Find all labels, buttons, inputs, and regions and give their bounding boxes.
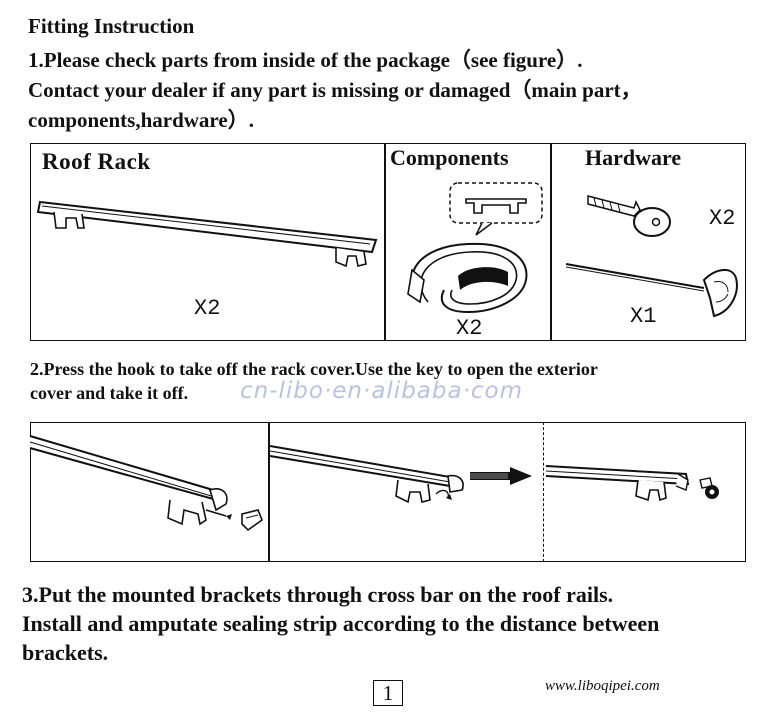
watermark: cn-libo·en·alibaba·com: [240, 378, 524, 404]
step3-line1: 3.Put the mounted brackets through cross…: [22, 582, 614, 607]
step2-line2: cover and take it off.: [30, 383, 189, 403]
components-label: Components: [390, 145, 509, 170]
panel-divider: [268, 422, 270, 562]
lock-cylinder-icon: [699, 477, 719, 499]
website-url: www.liboqipei.com: [545, 678, 660, 694]
instruction-title: Fitting Instruction: [28, 14, 195, 38]
roof-rack-bar-icon: [36, 200, 378, 268]
step3-line2: Install and amputate sealing strip accor…: [22, 611, 660, 636]
arrow-right-icon: [470, 467, 532, 485]
step2-line1: 2.Press the hook to take off the rack co…: [30, 359, 598, 379]
end-cap-icon: [241, 509, 263, 532]
table-divider: [550, 143, 552, 341]
components-quantity: X2: [456, 316, 483, 341]
tool-quantity: X1: [630, 304, 657, 329]
key-quantity: X2: [709, 206, 736, 231]
hex-tool-icon: [565, 263, 738, 318]
panel-divider-dashed: [543, 422, 544, 562]
roof-rack-label: Roof Rack: [42, 149, 151, 174]
rack-cover-removed-illustration: [545, 465, 690, 502]
rack-end-cover-illustration: [29, 435, 232, 526]
hardware-label: Hardware: [585, 145, 682, 170]
step1-line1: 1.Please check parts from inside of the …: [28, 48, 583, 72]
parts-table: [30, 143, 746, 341]
roof-rack-quantity: X2: [194, 296, 221, 321]
step3-line3: brackets.: [22, 640, 109, 665]
sealing-strip-icon: [407, 242, 528, 314]
step3-text: 3.Put the mounted brackets through cross…: [22, 580, 659, 667]
rack-lock-illustration: [269, 445, 464, 504]
step1-line2: Contact your dealer if any part is missi…: [28, 78, 642, 102]
step1-line3: components,hardware）.: [28, 108, 254, 132]
table-divider: [384, 143, 386, 341]
key-icon: [587, 195, 671, 237]
strip-profile-icon: [449, 182, 543, 236]
page-number: 1: [373, 680, 403, 706]
step2-text: 2.Press the hook to take off the rack co…: [30, 357, 598, 405]
step2-illustration-panel: [30, 422, 746, 562]
